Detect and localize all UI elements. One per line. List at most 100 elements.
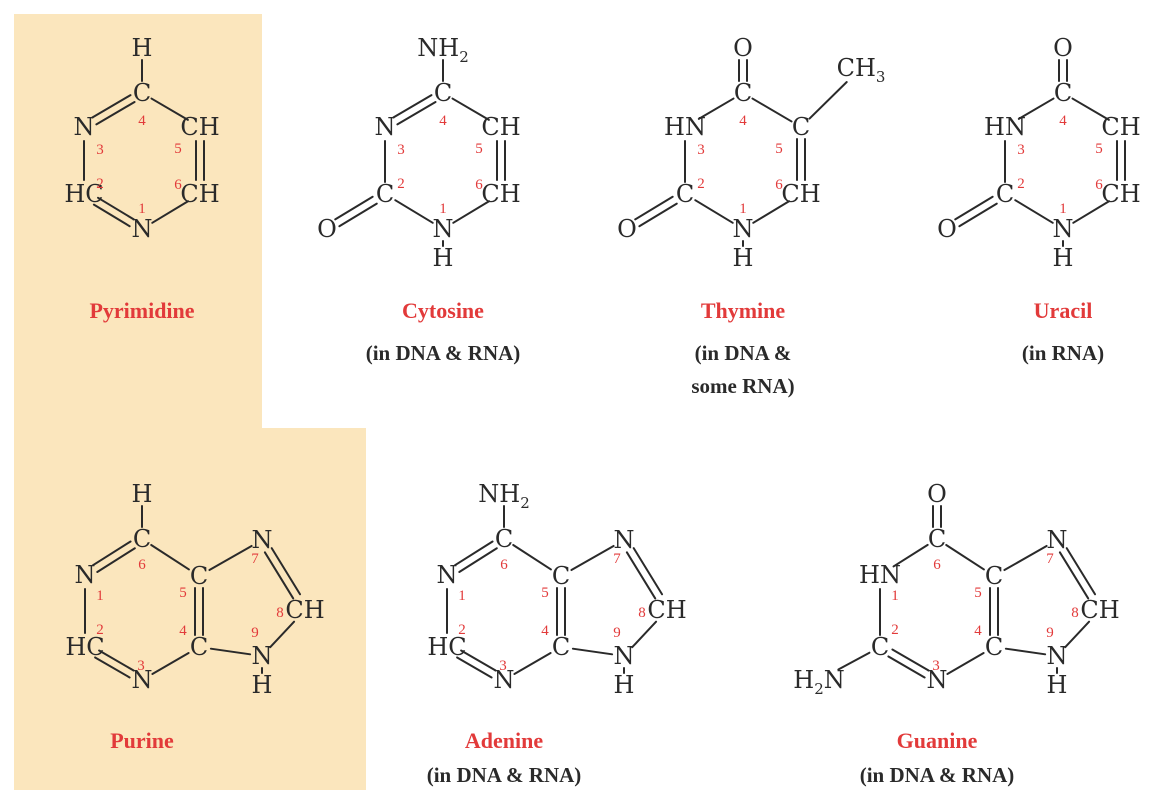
atom-c5: CH	[1101, 113, 1140, 141]
ring-position-number: 1	[138, 201, 146, 217]
bond-line	[1065, 547, 1097, 596]
ring-position-number: 6	[138, 557, 146, 573]
bond-line	[625, 551, 657, 600]
bond-line	[150, 543, 190, 571]
atom-n3: N	[74, 113, 95, 141]
bond-line	[954, 195, 994, 221]
bond-line	[945, 543, 985, 571]
atom-c4: C	[190, 633, 208, 661]
atom-o6: O	[927, 480, 947, 508]
bond-line	[1017, 97, 1055, 120]
atom-h1: H	[433, 244, 454, 272]
bond-line	[263, 551, 295, 600]
atom-n7: N	[614, 526, 635, 554]
bond-line	[451, 97, 490, 121]
ring-position-number: 8	[1071, 605, 1079, 621]
ring-position-number: 1	[96, 588, 104, 604]
molecule-name-purine: Purine	[110, 728, 174, 753]
molecule-name-thymine: Thymine	[701, 298, 786, 323]
bond-line	[1072, 200, 1111, 224]
bond-line	[394, 199, 434, 224]
ring-position-number: 4	[179, 623, 187, 639]
ring-position-number: 6	[174, 177, 182, 193]
bond-line	[92, 203, 131, 228]
atom-h9: H	[614, 671, 635, 699]
ring-position-number: 5	[541, 585, 549, 601]
atom-c2: HC	[427, 633, 466, 661]
atom-n3: N	[927, 666, 948, 694]
atom-n1: N	[733, 215, 754, 243]
bond-line	[1064, 620, 1091, 649]
ring-position-number: 2	[96, 176, 104, 192]
molecule-name-uracil: Uracil	[1034, 298, 1093, 323]
atom-c4: C	[434, 79, 452, 107]
bond-line	[1058, 551, 1090, 600]
atom-o4: O	[1053, 34, 1073, 62]
atom-c5: C	[552, 562, 570, 590]
atom-n9: N	[614, 642, 635, 670]
ring-position-number: 5	[174, 141, 182, 157]
atom-o2: O	[317, 215, 337, 243]
atom-c6: CH	[1101, 180, 1140, 208]
bond-line	[1014, 199, 1054, 224]
atom-n3: HN	[664, 113, 706, 141]
atom-h9: H	[252, 671, 273, 699]
atom-c2: HC	[64, 180, 103, 208]
bond-line	[752, 200, 791, 224]
ring-position-number: 3	[697, 142, 705, 158]
molecule-name-pyrimidine: Pyrimidine	[89, 298, 194, 323]
ring-position-number: 6	[1095, 177, 1103, 193]
atom-n1: HN	[859, 561, 901, 589]
ring-position-number: 9	[613, 625, 621, 641]
bond-line	[97, 196, 135, 221]
bond-line	[396, 101, 437, 126]
ring-position-number: 2	[1017, 176, 1025, 192]
atom-c6: C	[928, 525, 946, 553]
atom-c2: C	[376, 180, 394, 208]
atom-n7: N	[1047, 526, 1068, 554]
atom-ch3: CH3	[837, 54, 886, 86]
molecule-caption-line: (in DNA &	[695, 341, 792, 365]
atom-c6: C	[133, 525, 151, 553]
atom-o2: O	[937, 215, 957, 243]
atom-c8: CH	[647, 596, 686, 624]
ring-position-number: 1	[458, 588, 466, 604]
bond-line	[631, 620, 658, 649]
atom-h1: H	[733, 244, 754, 272]
ring-position-number: 5	[775, 141, 783, 157]
bond-line	[92, 540, 132, 567]
atom-n3: HN	[984, 113, 1026, 141]
bond-line	[458, 547, 498, 573]
atom-h1: H	[1053, 244, 1074, 272]
bond-line	[1003, 544, 1048, 572]
atom-c6: CH	[481, 180, 520, 208]
atom-o4: O	[733, 34, 753, 62]
bond-line	[958, 202, 998, 228]
atom-c8: CH	[1080, 596, 1119, 624]
molecule-name-adenine: Adenine	[465, 728, 543, 753]
ring-position-number: 3	[137, 658, 145, 674]
atom-c2: C	[871, 633, 889, 661]
atom-h2n: H2N	[793, 666, 844, 698]
ring-position-number: 2	[891, 622, 899, 638]
ring-position-number: 3	[96, 142, 104, 158]
bond-line	[571, 647, 614, 656]
atom-nh2: NH2	[417, 34, 468, 66]
atom-n1: N	[132, 215, 153, 243]
ring-position-number: 6	[933, 557, 941, 573]
atom-n3: N	[494, 666, 515, 694]
ring-position-number: 9	[251, 625, 259, 641]
atom-c6: CH	[781, 180, 820, 208]
atom-h6: H	[132, 480, 153, 508]
atom-nh2: NH2	[478, 480, 529, 512]
ring-position-number: 5	[475, 141, 483, 157]
bond-line	[98, 649, 135, 672]
bond-line	[570, 544, 615, 572]
pyrimidine-highlight-panel	[14, 14, 262, 428]
ring-position-number: 2	[397, 176, 405, 192]
bond-line	[96, 547, 136, 573]
